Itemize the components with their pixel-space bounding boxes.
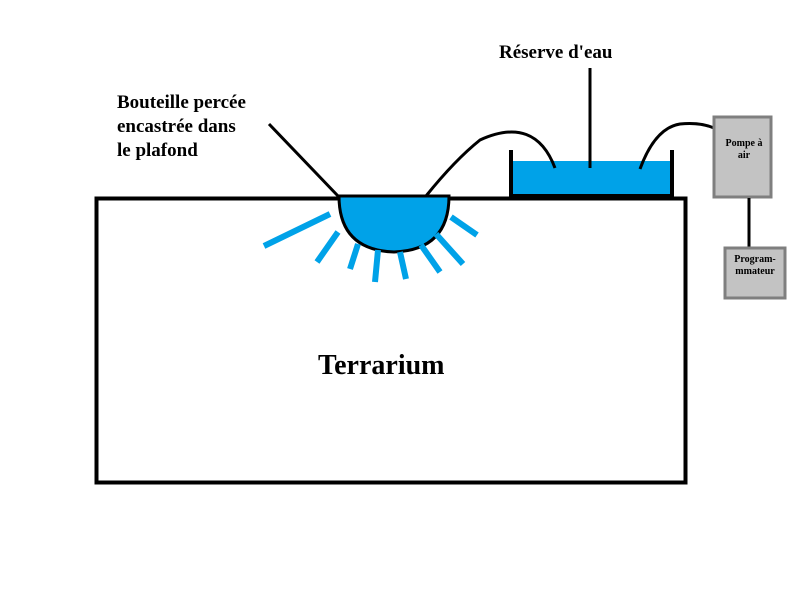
bottle-water — [337, 194, 451, 254]
water-rays — [262, 211, 479, 283]
water-ray — [418, 243, 443, 274]
tube-bottle-reservoir — [424, 130, 557, 197]
terrarium-label: Terrarium — [318, 350, 445, 381]
bottle-label-line: le plafond — [117, 140, 198, 161]
reservoir-container — [509, 150, 674, 198]
pump-label: Pompe à air — [716, 138, 772, 162]
programmer-label-line: Program- — [734, 254, 776, 265]
tube-reservoir-pump — [638, 122, 715, 170]
reserve-label: Réserve d'eau — [499, 42, 613, 63]
water-ray — [433, 231, 466, 267]
pump-label-line: Pompe à — [725, 138, 763, 149]
bottle-pointer-line — [267, 122, 340, 198]
bottle-label: Bouteille percée encastrée dans le plafo… — [117, 91, 246, 163]
water-ray — [314, 230, 341, 264]
programmer-label: Program- mmateur — [727, 254, 783, 278]
water-ray — [449, 214, 479, 238]
water-ray — [397, 251, 409, 280]
programmer-label-line: mmateur — [735, 266, 775, 277]
pump-label-line: air — [737, 150, 751, 161]
bottle-label-line: Bouteille percée — [117, 92, 246, 113]
water-ray — [347, 243, 361, 270]
pump-box — [712, 115, 773, 199]
water-ray — [262, 211, 332, 249]
bottle-label-line: encastrée dans — [117, 116, 236, 137]
programmer-box — [723, 246, 787, 300]
water-ray — [372, 249, 381, 283]
